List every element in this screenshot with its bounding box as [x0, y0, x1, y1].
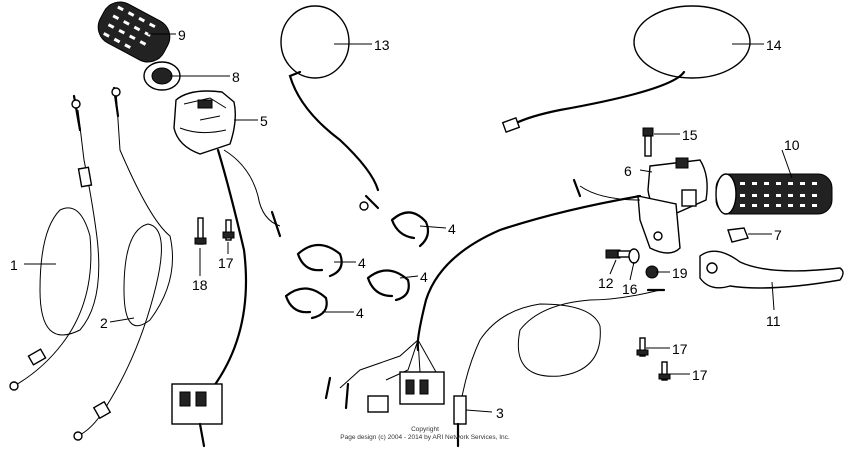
callout-1: 1 — [10, 257, 18, 273]
callout-4-c: 4 — [420, 269, 428, 285]
callout-8: 8 — [232, 69, 240, 85]
callout-3: 3 — [496, 405, 504, 421]
leader-lines — [24, 33, 793, 413]
callout-17-a: 17 — [218, 255, 234, 271]
callout-17-c: 17 — [692, 367, 708, 383]
part-right-switch — [637, 157, 708, 254]
callout-13: 13 — [374, 37, 390, 53]
part-cable-2 — [73, 86, 173, 441]
callout-19: 19 — [672, 265, 688, 281]
part-bolt-15 — [642, 127, 654, 157]
part-throttle-grip — [97, 1, 171, 63]
part-left-harness — [171, 148, 282, 448]
callout-6: 6 — [624, 163, 632, 179]
callout-14: 14 — [766, 37, 782, 53]
part-screw-18 — [194, 217, 207, 245]
part-washer-16 — [628, 248, 640, 264]
callout-17-b: 17 — [672, 341, 688, 357]
part-screw-17c — [658, 361, 671, 381]
part-right-harness — [324, 178, 642, 413]
part-clamp-4 — [284, 287, 328, 320]
part-right-grip — [715, 173, 833, 215]
part-mirror-left — [280, 5, 380, 211]
callout-12: 12 — [598, 275, 614, 291]
part-lever-11 — [699, 250, 844, 289]
part-left-switch — [173, 90, 237, 155]
part-cable-3 — [453, 288, 666, 448]
part-clamp-1 — [390, 211, 430, 248]
part-screw-17b — [636, 337, 649, 357]
part-screw-17a — [222, 219, 235, 241]
part-clamp-3 — [366, 269, 410, 302]
callout-5: 5 — [260, 113, 268, 129]
callout-15: 15 — [682, 127, 698, 143]
callout-labels: 9 8 13 14 5 15 10 6 4 4 4 4 7 1 18 17 12… — [10, 27, 800, 421]
part-pivot-7 — [727, 227, 749, 243]
part-cable-1 — [9, 94, 100, 391]
part-clamp-2 — [296, 243, 343, 278]
callout-4-b: 4 — [358, 255, 366, 271]
copyright-notice: Page design (c) 2004 - 2014 by ARI Netwo… — [340, 434, 510, 441]
callout-7: 7 — [774, 227, 782, 243]
callout-18: 18 — [192, 277, 208, 293]
callout-16: 16 — [622, 281, 638, 297]
copyright-title: Copyright — [411, 426, 439, 433]
part-mirror-right — [501, 5, 751, 133]
callout-4-d: 4 — [356, 305, 364, 321]
callout-9: 9 — [178, 27, 186, 43]
callout-2: 2 — [100, 315, 108, 331]
callout-4-a: 4 — [448, 221, 456, 237]
callout-10: 10 — [784, 137, 800, 153]
callout-11: 11 — [766, 313, 781, 329]
